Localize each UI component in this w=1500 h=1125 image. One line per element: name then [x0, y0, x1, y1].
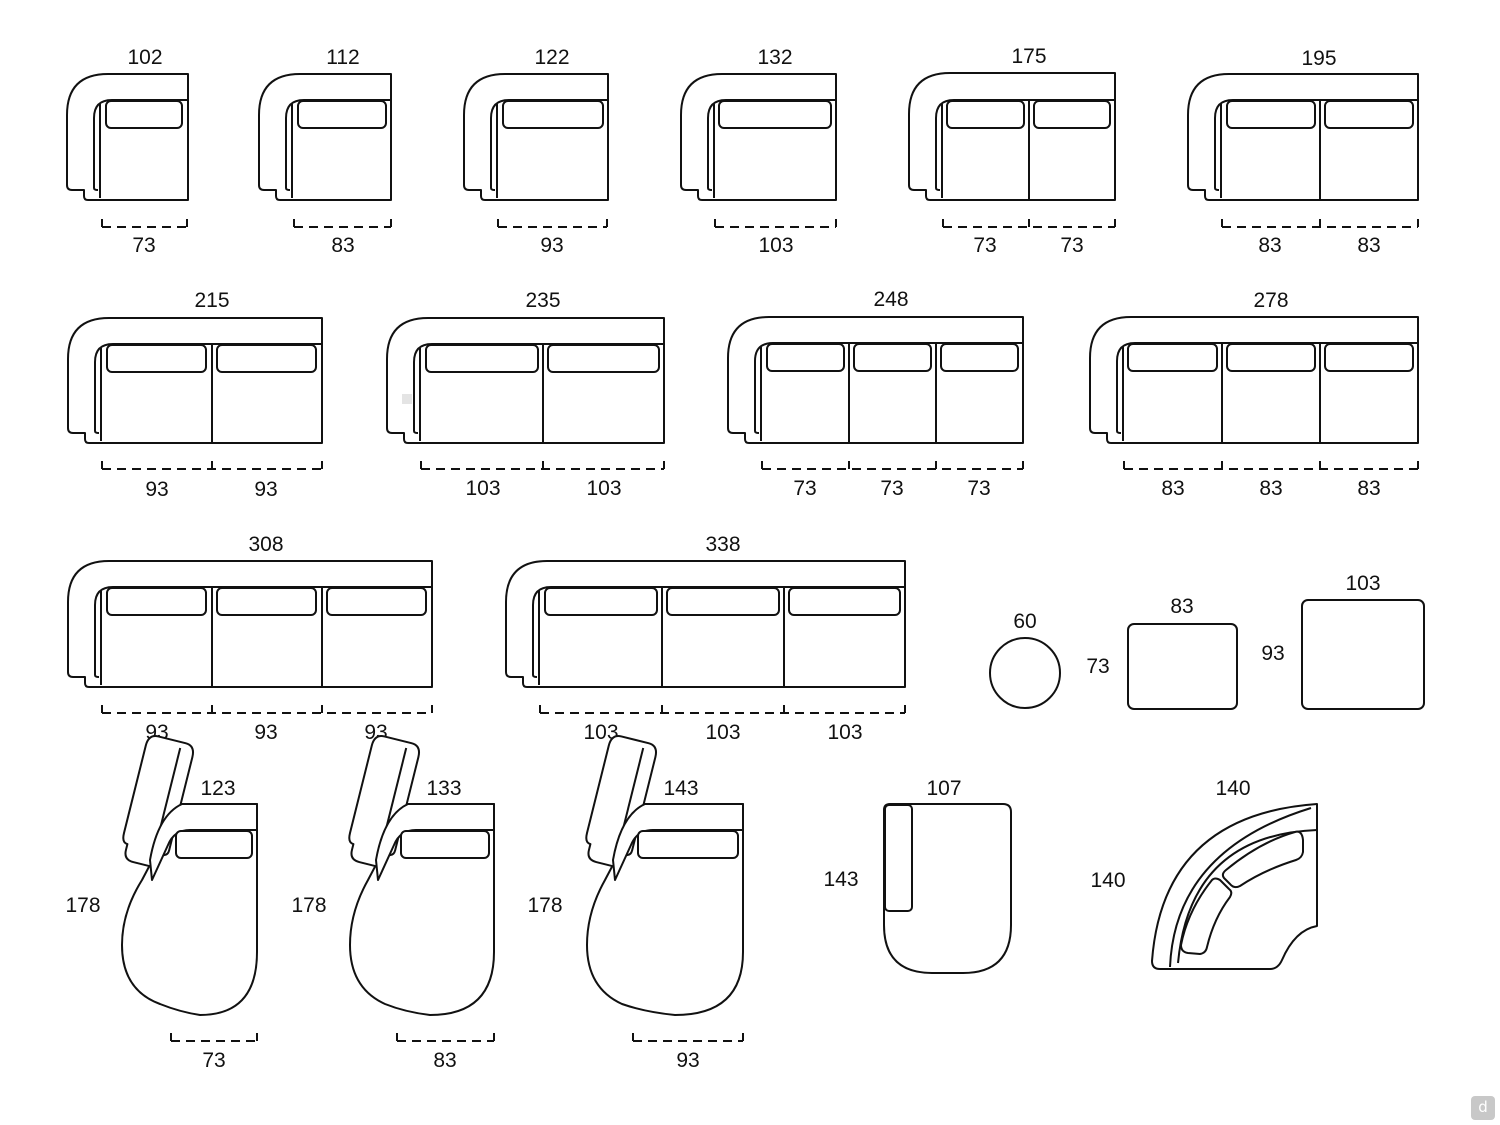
width-label: 338	[705, 533, 740, 556]
sofa-102: 102 73	[66, 46, 189, 257]
sofa-248: 248 73 73 73	[727, 288, 1024, 500]
width-label: 123	[200, 777, 235, 800]
seat-label: 103	[465, 477, 500, 500]
width-label: 248	[873, 288, 908, 311]
watermark-logo: d	[1471, 1096, 1495, 1120]
seat-label: 83	[1258, 234, 1281, 257]
seat-label: 103	[583, 721, 618, 744]
seat-label: 73	[973, 234, 996, 257]
sofa-215: 215 93 93	[67, 289, 323, 501]
seat-label: 83	[433, 1049, 456, 1072]
seat-label: 83	[1357, 234, 1380, 257]
chaise-143: 143 178 93	[527, 732, 744, 1072]
depth-label: 140	[1090, 869, 1125, 892]
diameter-label: 60	[1013, 610, 1036, 633]
corner-140: 140 140	[1090, 777, 1318, 970]
chaise-123: 123 178 73	[65, 732, 258, 1072]
sofa-175: 175 73 73	[908, 45, 1116, 257]
depth-label: 178	[65, 894, 100, 917]
seat-label: 83	[1161, 477, 1184, 500]
seat-label: 93	[676, 1049, 699, 1072]
seat-label: 103	[758, 234, 793, 257]
seat-label: 73	[793, 477, 816, 500]
depth-label: 73	[1086, 655, 1109, 678]
width-label: 102	[127, 46, 162, 69]
seat-label: 93	[540, 234, 563, 257]
sofa-338: 338 103 103 103	[505, 533, 906, 744]
sofa-122: 122 93	[463, 46, 609, 257]
seat-label: 83	[1259, 477, 1282, 500]
seat-label: 103	[827, 721, 862, 744]
width-label: 235	[525, 289, 560, 312]
sofa-308: 308 93 93 93	[67, 533, 433, 744]
seat-label: 93	[254, 721, 277, 744]
chaise-107: 107 143	[823, 777, 1012, 974]
seat-label: 83	[331, 234, 354, 257]
seat-label: 103	[586, 477, 621, 500]
width-label: 140	[1215, 777, 1250, 800]
width-label: 83	[1170, 595, 1193, 618]
depth-label: 178	[291, 894, 326, 917]
seat-label: 73	[967, 477, 990, 500]
pouf-103: 103 93	[1261, 572, 1425, 710]
width-label: 143	[663, 777, 698, 800]
depth-label: 93	[1261, 642, 1284, 665]
seat-label: 93	[254, 478, 277, 501]
width-label: 133	[426, 777, 461, 800]
width-label: 278	[1253, 289, 1288, 312]
sofa-278: 278 83 83 83	[1089, 289, 1419, 500]
chaise-133: 133 178 83	[291, 732, 495, 1072]
width-label: 175	[1011, 45, 1046, 68]
round-pouf: 60	[989, 610, 1061, 709]
seat-label: 73	[880, 477, 903, 500]
width-label: 103	[1345, 572, 1380, 595]
width-label: 215	[194, 289, 229, 312]
sofa-132: 132 103	[680, 46, 837, 257]
pouf-83: 83 73	[1086, 595, 1238, 710]
seat-label: 73	[1060, 234, 1083, 257]
width-label: 122	[534, 46, 569, 69]
seat-label: 83	[1357, 477, 1380, 500]
seat-label: 93	[145, 478, 168, 501]
width-label: 308	[248, 533, 283, 556]
seat-label: 103	[705, 721, 740, 744]
depth-label: 178	[527, 894, 562, 917]
seat-label: 73	[132, 234, 155, 257]
width-label: 107	[926, 777, 961, 800]
width-label: 195	[1301, 47, 1336, 70]
sofa-195: 195 83 83	[1187, 47, 1419, 257]
seat-label: 73	[202, 1049, 225, 1072]
width-label: 112	[326, 46, 359, 69]
sofa-235: 235 103 103	[386, 289, 665, 500]
depth-label: 143	[823, 868, 858, 891]
width-label: 132	[757, 46, 792, 69]
sofa-112: 112 83	[258, 46, 392, 257]
